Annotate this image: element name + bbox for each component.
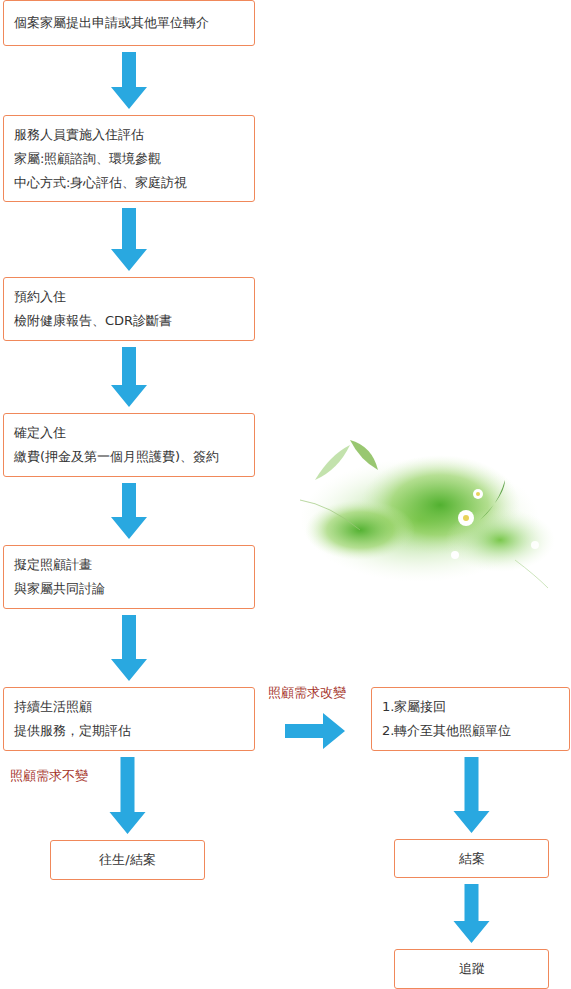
box-text: 往生/結案 — [61, 848, 194, 872]
flow-arrow — [111, 52, 147, 109]
flow-arrow — [454, 884, 490, 943]
process-box: 1.家屬接回2.轉介至其他照顧單位 — [371, 687, 570, 751]
box-text: 結案 — [405, 847, 538, 871]
box-text: 與家屬共同討論 — [14, 577, 244, 601]
edge-label: 照顧需求改變 — [266, 684, 348, 701]
box-text: 提供服務，定期評估 — [14, 719, 244, 743]
box-text: 2.轉介至其他照顧單位 — [382, 719, 559, 743]
process-box: 往生/結案 — [50, 840, 205, 880]
flow-arrow — [454, 757, 490, 833]
box-text: 繳費(押金及第一個月照護費)、簽約 — [14, 445, 244, 469]
process-box: 服務人員實施入住評估家屬:照顧諮詢、環境參觀中心方式:身心評估、家庭訪視 — [3, 115, 255, 202]
flow-arrow — [111, 615, 147, 681]
edge-label: 照顧需求不變 — [8, 767, 90, 784]
flow-arrow — [110, 757, 146, 834]
flow-arrow — [111, 483, 147, 539]
box-text: 服務人員實施入住評估 — [14, 123, 244, 147]
process-box: 追蹤 — [394, 949, 549, 989]
box-text: 檢附健康報告、CDR診斷書 — [14, 309, 244, 333]
box-text: 家屬:照顧諮詢、環境參觀 — [14, 147, 244, 171]
process-box: 持續生活照顧提供服務，定期評估 — [3, 687, 255, 751]
process-box: 擬定照顧計畫與家屬共同討論 — [3, 545, 255, 609]
box-text: 個案家屬提出申請或其他單位轉介 — [14, 11, 244, 35]
flow-arrow — [285, 713, 345, 749]
box-text: 擬定照顧計畫 — [14, 553, 244, 577]
box-text: 預約入住 — [14, 285, 244, 309]
box-text: 1.家屬接回 — [382, 695, 559, 719]
flow-arrow — [111, 208, 147, 271]
box-text: 確定入住 — [14, 421, 244, 445]
box-text: 持續生活照顧 — [14, 695, 244, 719]
process-box: 個案家屬提出申請或其他單位轉介 — [3, 0, 255, 46]
box-text: 中心方式:身心評估、家庭訪視 — [14, 171, 244, 195]
process-box: 確定入住繳費(押金及第一個月照護費)、簽約 — [3, 413, 255, 477]
process-box: 結案 — [394, 839, 549, 878]
process-box: 預約入住檢附健康報告、CDR診斷書 — [3, 277, 255, 341]
box-text: 追蹤 — [405, 957, 538, 981]
flow-arrow — [111, 347, 147, 407]
